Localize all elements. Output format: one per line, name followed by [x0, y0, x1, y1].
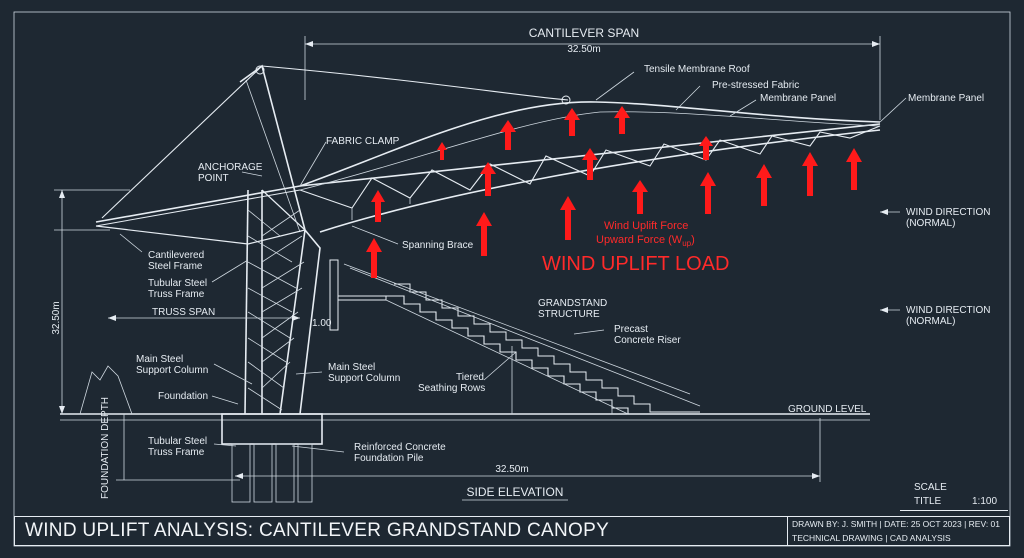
- title-block-drawn-by: DRAWN BY: J. SMITH | DATE: 25 OCT 2023 |…: [792, 519, 1001, 529]
- spanning-brace-label: Spanning Brace: [402, 240, 474, 251]
- title-block: DRAWN BY: J. SMITH | DATE: 25 OCT 2023 |…: [787, 517, 1010, 545]
- uplift-arrow: [476, 212, 492, 256]
- side-elevation-title: SIDE ELEVATION: [467, 485, 564, 499]
- uplift-arrow: [700, 172, 716, 214]
- tubular-truss-label-2a: Tubular Steel: [148, 436, 207, 447]
- left-embankment: [79, 365, 133, 415]
- main-column-right-label-1: Main Steel: [328, 362, 375, 373]
- wind-dir-label-2a: WIND DIRECTION: [906, 305, 990, 316]
- title-bar: WIND UPLIFT ANALYSIS: CANTILEVER GRANDST…: [14, 516, 1010, 546]
- height-dimension: [54, 189, 130, 414]
- uplift-arrow: [802, 152, 818, 196]
- wind-direction-markers: [880, 209, 900, 313]
- height-dim-label: 32.50m: [51, 301, 62, 334]
- cantilever-span-label: CANTILEVER SPAN: [529, 26, 639, 40]
- foundation-label: Foundation: [158, 391, 208, 402]
- drawing-border: [13, 11, 1011, 547]
- membrane-roof: [299, 101, 881, 187]
- wind-uplift-load-title: WIND UPLIFT LOAD: [542, 253, 729, 275]
- title-block-type: TECHNICAL DRAWING | CAD ANALYSIS: [792, 533, 951, 543]
- upward-force-label: Upward Force (Wup): [596, 234, 695, 248]
- membrane-panel-label-1: Membrane Panel: [760, 93, 836, 104]
- truss-span-label: TRUSS SPAN: [152, 307, 215, 318]
- uplift-arrow: [582, 148, 598, 180]
- tubular-truss-label-2b: Truss Frame: [148, 447, 205, 458]
- uplift-arrow: [366, 238, 382, 278]
- uplift-arrow: [756, 164, 772, 206]
- foundation-block: [221, 413, 323, 503]
- span-top-label: 32.50m: [567, 44, 600, 55]
- grandstand-label-1: GRANDSTAND: [538, 298, 607, 309]
- uplift-arrow: [371, 190, 385, 222]
- precast-label-1: Precast: [614, 324, 648, 335]
- uplift-arrow: [437, 142, 447, 160]
- uplift-arrow: [699, 136, 713, 160]
- main-column-left-label-2: Support Column: [136, 365, 208, 376]
- bottom-span-dimension: [235, 418, 821, 482]
- foundation-depth-label: FOUNDATION DEPTH: [100, 397, 111, 499]
- main-title: WIND UPLIFT ANALYSIS: CANTILEVER GRANDST…: [25, 520, 610, 541]
- wind-dir-label-2b: (NORMAL): [906, 316, 955, 327]
- membrane-panel-label-2: Membrane Panel: [908, 93, 984, 104]
- main-column-right-label-2: Support Column: [328, 373, 400, 384]
- membrane-lower-edge: [299, 111, 881, 191]
- scale-box: SCALE TITLE 1:100: [900, 482, 1008, 512]
- mast: [239, 64, 306, 233]
- prestressed-fabric-label: Pre-stressed Fabric: [712, 80, 799, 91]
- cantilever-span-dimension: [304, 36, 881, 120]
- wind-dir-label-1a: WIND DIRECTION: [906, 207, 990, 218]
- ground-level-label: GROUND LEVEL: [788, 404, 867, 415]
- front-stay-cable: [261, 65, 569, 101]
- grandstand-label-2: STRUCTURE: [538, 309, 600, 320]
- uplift-arrow: [632, 180, 648, 214]
- rc-pile-label-1: Reinforced Concrete: [354, 442, 446, 453]
- cantilevered-frame-label-2: Steel Frame: [148, 261, 203, 272]
- tubular-truss-label-1b: Truss Frame: [148, 289, 205, 300]
- rc-pile-label-2: Foundation Pile: [354, 453, 424, 464]
- tiered-label-2: Seathing Rows: [418, 383, 485, 394]
- anchorage-label-2: POINT: [198, 173, 229, 184]
- precast-label-2: Concrete Riser: [614, 335, 681, 346]
- foundation-depth-dimension: [116, 414, 240, 481]
- uplift-arrow: [564, 108, 580, 136]
- back-stay-cable: [101, 65, 263, 219]
- uplift-arrows: [366, 106, 862, 278]
- uplift-arrow: [500, 120, 516, 150]
- scale-divider: [900, 510, 1008, 511]
- wind-dir-label-1b: (NORMAL): [906, 218, 955, 229]
- uplift-arrow: [480, 162, 496, 196]
- main-columns: [244, 189, 321, 415]
- membrane-clamp: [561, 95, 571, 105]
- uplift-arrow: [560, 196, 576, 240]
- wind-uplift-force-label: Wind Uplift Force: [604, 220, 688, 232]
- main-column-left-label-1: Main Steel: [136, 354, 183, 365]
- tubular-truss-label-1a: Tubular Steel: [148, 278, 207, 289]
- span-bottom-label: 32.50m: [495, 464, 528, 475]
- ratio-label: 1.00: [312, 318, 332, 329]
- scale-key: TITLE: [914, 496, 942, 507]
- scale-value: 1:100: [972, 496, 998, 507]
- cantilevered-frame-label-1: Cantilevered: [148, 250, 204, 261]
- leader-lines: [108, 71, 907, 453]
- uplift-arrow: [846, 148, 862, 190]
- uplift-arrow: [614, 106, 630, 134]
- fabric-clamp-label: FABRIC CLAMP: [326, 136, 400, 147]
- tensile-membrane-label: Tensile Membrane Roof: [644, 64, 750, 75]
- tiered-label-1: Tiered: [456, 372, 484, 383]
- scale-heading: SCALE: [914, 482, 947, 493]
- grandstand-structure: [329, 259, 701, 415]
- anchorage-label-1: ANCHORAGE: [198, 162, 263, 173]
